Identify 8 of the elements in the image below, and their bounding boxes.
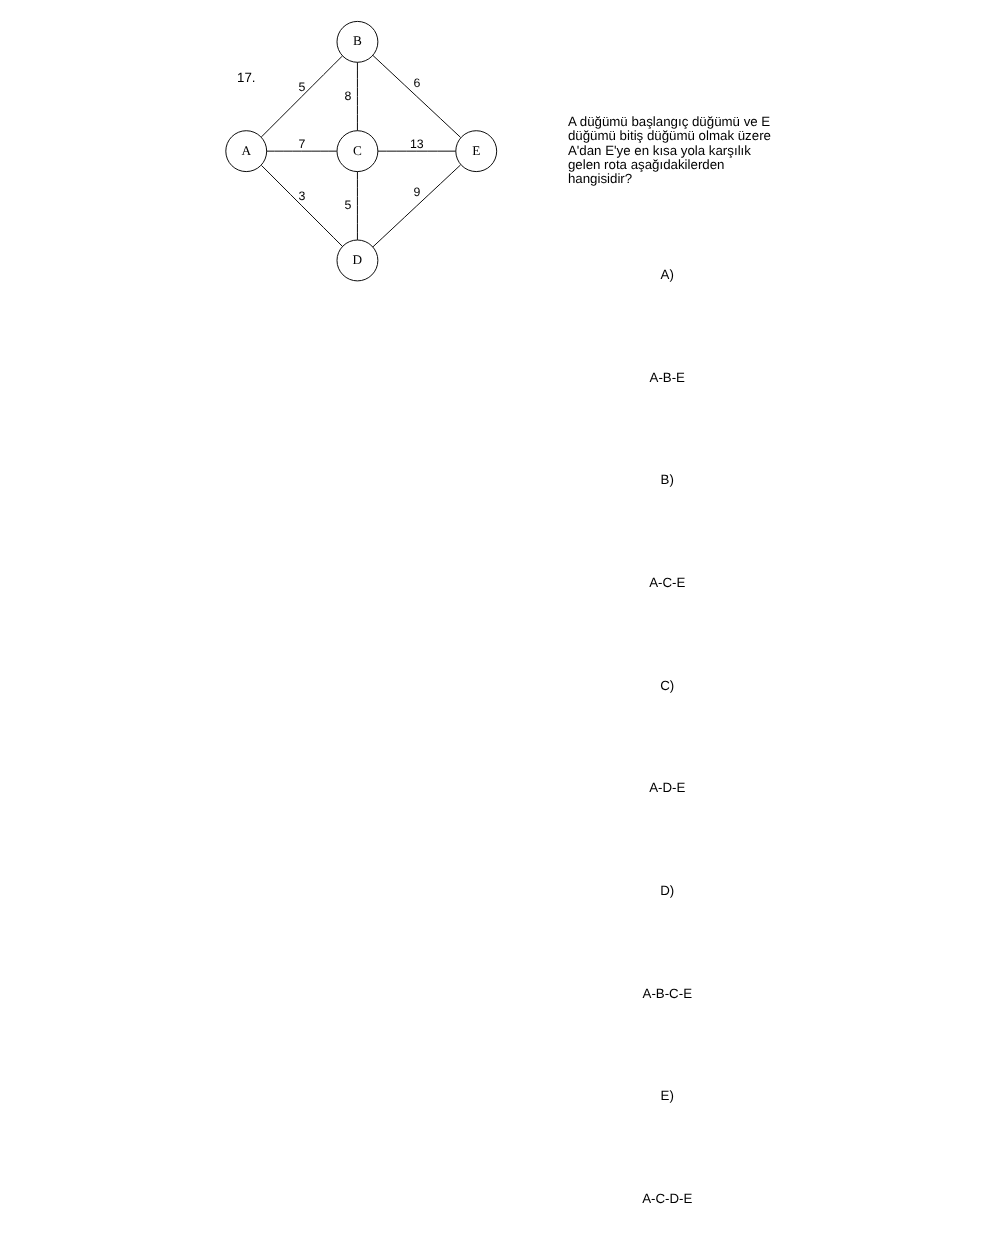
- connector: [261, 55, 343, 138]
- connector: [356, 171, 358, 241]
- connector: [261, 164, 343, 247]
- connector: [356, 61, 358, 132]
- connector: [372, 164, 461, 248]
- connector: [266, 150, 338, 152]
- connector: [372, 55, 461, 138]
- connector: [377, 150, 457, 152]
